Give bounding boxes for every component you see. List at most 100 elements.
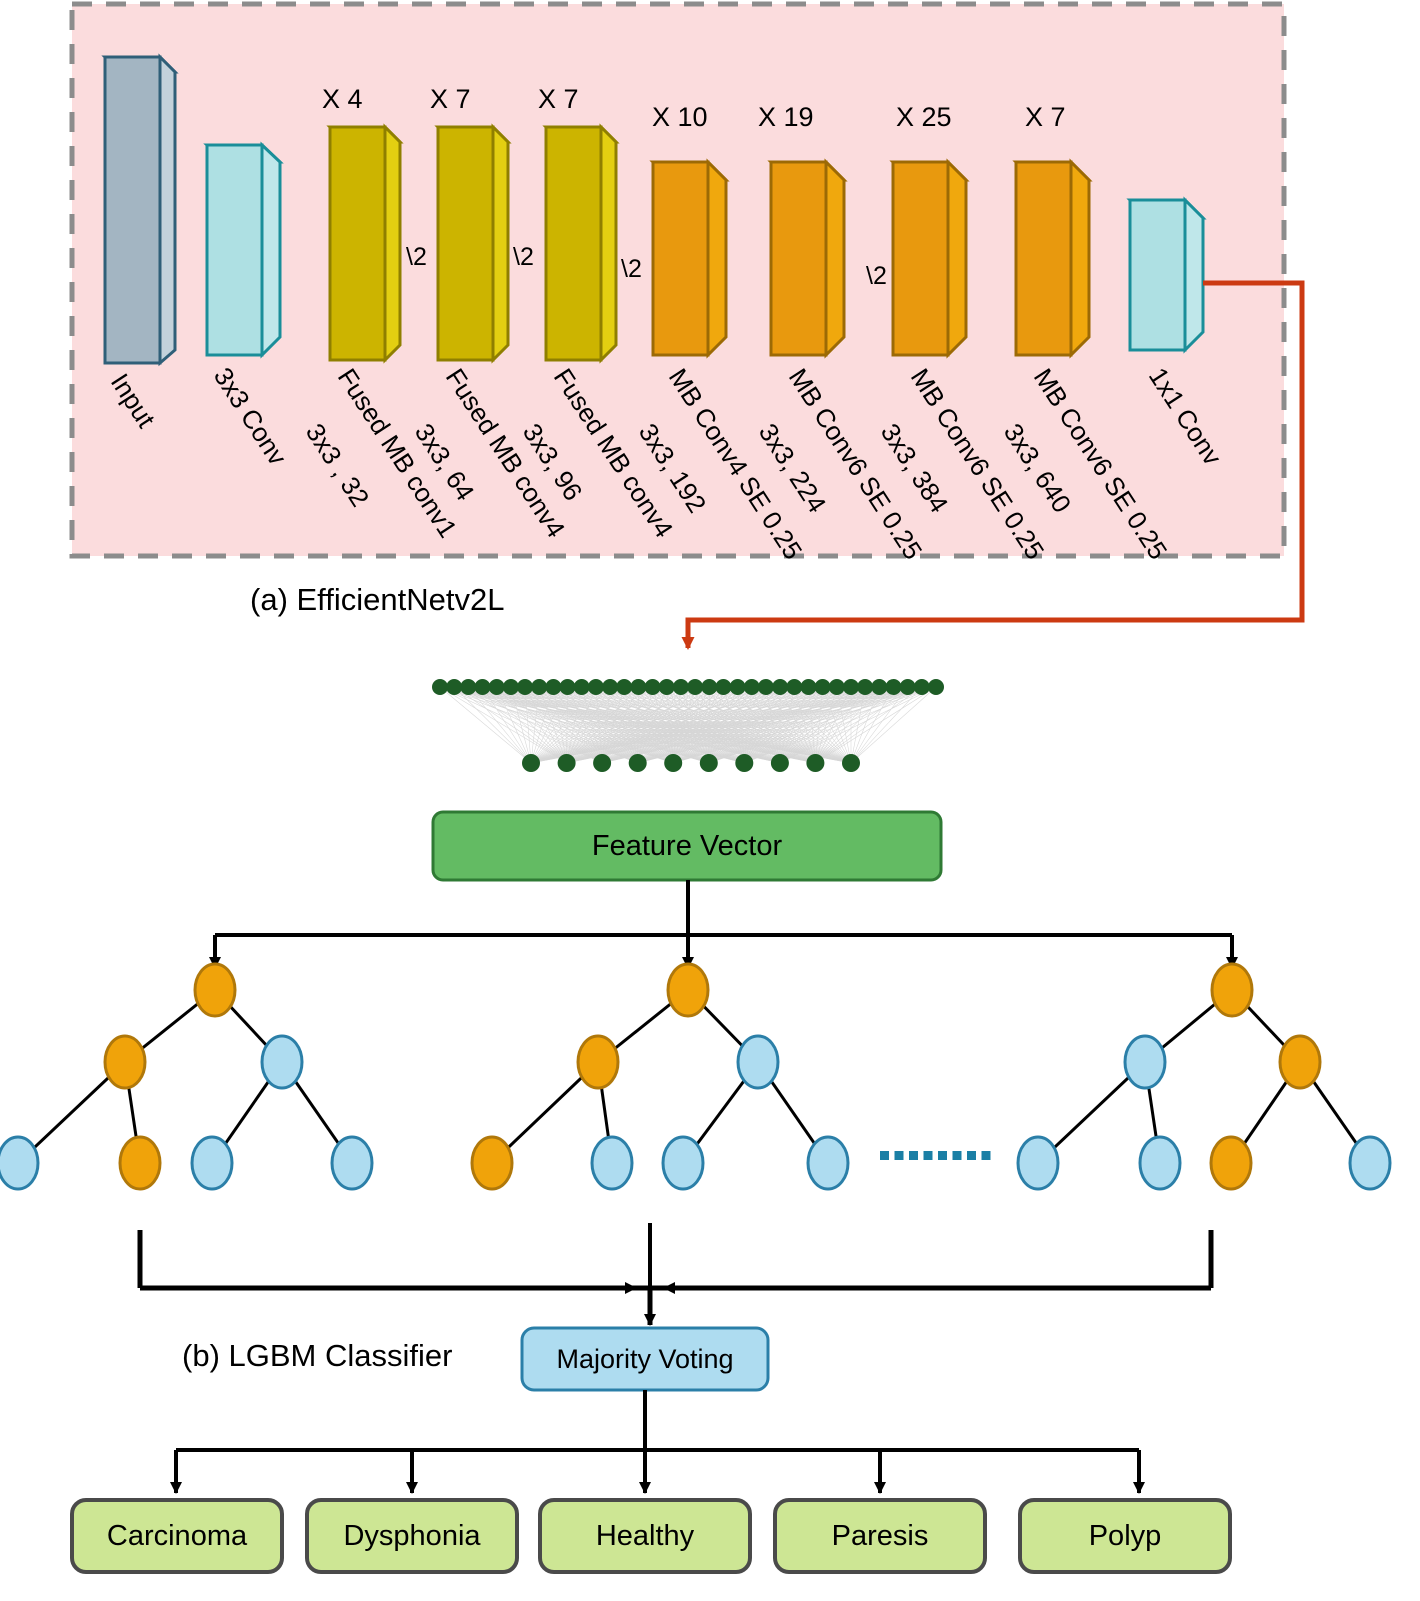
mlp-top-node: [559, 679, 576, 695]
mb-conv6-se-224-block: [767, 158, 848, 359]
tree-leaf: [1016, 1135, 1060, 1191]
vote-convergence-lines: [137, 1223, 1214, 1326]
ellipsis-dot: [923, 1151, 933, 1160]
mlp-top-node: [828, 679, 845, 695]
ellipsis-dot: [880, 1151, 889, 1160]
tree-leaf: [470, 1135, 514, 1191]
multiplier-label-7: X 7: [1025, 102, 1066, 132]
mlp-top-node: [871, 679, 888, 695]
mb-conv6-se-640-block: [1012, 158, 1093, 359]
mlp-bottom-node: [699, 754, 718, 772]
mlp-top-node: [488, 679, 505, 695]
mlp-top-node: [672, 679, 689, 695]
mlp-top-node: [743, 679, 760, 695]
fused-mb-conv4-96-block: [542, 123, 620, 364]
tree-node: [576, 1034, 620, 1090]
mlp-top-node: [814, 679, 831, 695]
mlp-top-node: [587, 679, 604, 695]
mlp-top-node: [913, 679, 930, 695]
class-fanout-lines: [170, 1390, 1145, 1494]
tree-node: [1123, 1034, 1167, 1090]
mlp-top-node: [517, 679, 533, 695]
feature-extraction-arrow: [681, 280, 1305, 650]
class-label-carcinoma: Carcinoma: [106, 1519, 248, 1552]
feature-vector-label: Feature Vector: [591, 829, 783, 862]
mlp-top-node: [446, 679, 463, 695]
multiplier-label-1: X 4: [322, 84, 363, 114]
ellipsis-dot: [894, 1151, 904, 1160]
mlp-top-node: [885, 679, 902, 695]
mlp-mesh: [432, 679, 944, 772]
mlp-bottom-node: [806, 754, 825, 772]
class-label-dysphonia: Dysphonia: [343, 1519, 481, 1552]
majority-voting-label: Majority Voting: [556, 1343, 734, 1374]
tree-node: [666, 962, 710, 1018]
conv1x1-block: [1126, 196, 1207, 354]
tree-leaf: [806, 1135, 850, 1191]
mlp-top-node: [602, 679, 619, 695]
class-label-polyp: Polyp: [1088, 1519, 1162, 1552]
caption-part-a: (a) EfficientNetv2L: [250, 582, 505, 617]
ellipsis-dot: [938, 1151, 947, 1160]
caption-part-b: (b) LGBM Classifier: [182, 1338, 453, 1373]
mlp-top-node: [644, 679, 661, 695]
mlp-top-node: [899, 679, 916, 695]
mlp-top-node: [658, 679, 675, 695]
input-block: [101, 53, 179, 367]
mlp-top-node: [786, 679, 803, 695]
stride-mark-1: \2: [406, 243, 427, 271]
tree-leaf: [0, 1135, 40, 1191]
tree-node: [1210, 962, 1254, 1018]
mlp-top-node: [800, 679, 817, 695]
tree-leaf: [1209, 1135, 1253, 1191]
mlp-top-node: [729, 679, 746, 695]
mlp-top-node: [715, 679, 732, 695]
tree-leaf: [590, 1135, 634, 1191]
mb-conv6-se-384-block: [889, 158, 970, 359]
mlp-top-node: [545, 679, 562, 695]
mlp-bottom-node: [628, 754, 647, 772]
mlp-top-node: [502, 679, 519, 695]
tree-node: [1278, 1034, 1322, 1090]
tree-node: [103, 1034, 147, 1090]
mlp-top-node: [474, 679, 491, 695]
mlp-bottom-node: [522, 754, 540, 772]
ellipsis-dots: [880, 1151, 991, 1160]
stride-mark-3: \2: [621, 255, 642, 283]
tree-leaf: [118, 1135, 162, 1191]
tree-2: [470, 962, 850, 1191]
mlp-bottom-node: [557, 754, 576, 772]
mlp-bottom-node: [842, 754, 860, 772]
mlp-bottom-node: [664, 754, 683, 772]
tree-leaf: [190, 1135, 234, 1191]
mb-conv4-se-192-block: [649, 158, 730, 359]
mlp-bottom-node: [593, 754, 612, 772]
ellipsis-dot: [952, 1151, 962, 1160]
fused-mb-conv1-block: [326, 123, 404, 364]
tree-leaf: [1138, 1135, 1182, 1191]
mlp-top-node: [687, 679, 704, 695]
mlp-bottom-node: [770, 754, 789, 772]
ellipsis-dot: [967, 1151, 976, 1160]
mlp-top-node: [531, 679, 548, 695]
tree-leaf: [330, 1135, 374, 1191]
mlp-top-node: [432, 679, 448, 695]
mlp-bottom-node: [735, 754, 754, 772]
tree-leaf: [1348, 1135, 1392, 1191]
stride-mark-2: \2: [513, 243, 534, 271]
tree-splitter-lines: [209, 880, 1238, 969]
mlp-top-node: [772, 679, 789, 695]
mlp-top-node: [843, 679, 859, 695]
multiplier-label-5: X 19: [758, 102, 814, 132]
tree-leaf: [661, 1135, 705, 1191]
class-label-paresis: Paresis: [831, 1519, 929, 1552]
mlp-top-node: [928, 679, 944, 695]
mlp-top-node: [573, 679, 590, 695]
mlp-top-node: [460, 679, 477, 695]
ellipsis-dot: [981, 1151, 991, 1160]
conv3x3-block: [203, 141, 284, 359]
ellipsis-dot: [909, 1151, 918, 1160]
mlp-top-node: [701, 679, 718, 695]
tree-node: [736, 1034, 780, 1090]
